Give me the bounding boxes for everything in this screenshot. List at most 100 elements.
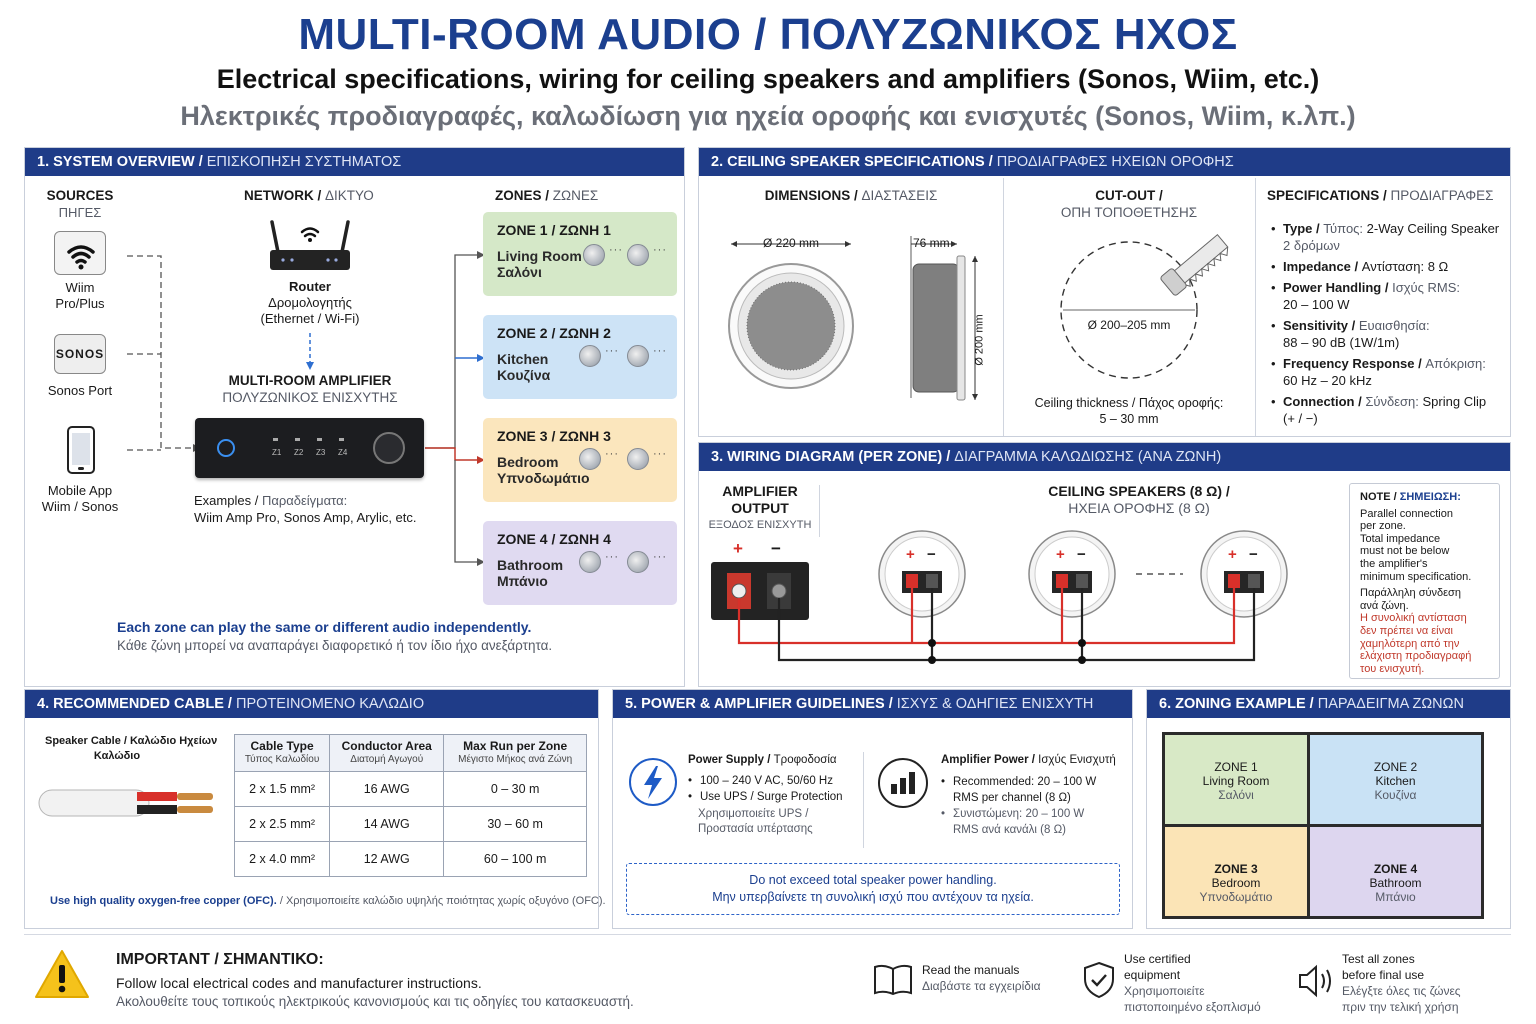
zone-title: ZONE 4 / ΖΩΝΗ 4 (497, 531, 611, 547)
sonos-label: Sonos Port (47, 383, 113, 398)
power-supply-gr: Χρησιμοποιείτε UPS /Προστασία υπέρτασης (698, 808, 813, 835)
footer-divider (24, 934, 1511, 935)
spec-item-impedance: Impedance / Αντίσταση: 8 Ω (1269, 258, 1505, 275)
zone-name-gr: Μπάνιο (497, 573, 548, 589)
important-title: IMPORTANT / ΣΗΜΑΝΤΙΚΟ: (116, 951, 324, 968)
spk1-minus: − (927, 546, 936, 563)
spk3-minus: − (1249, 546, 1258, 563)
network-heading: NETWORK / ΔΙΚΤΥΟ (244, 188, 374, 203)
zone-name-gr: Υπνοδωμάτιο (497, 470, 590, 486)
sources-heading-gr: ΠΗΓΕΣ (58, 205, 102, 220)
spec-item-connection: Connection / Σύνδεση: Spring Clip(+ / −) (1269, 393, 1505, 427)
specifications-heading: SPECIFICATIONS / ΠΡΟΔΙΑΓΡΑΦΕΣ (1267, 188, 1494, 203)
bar-chart-icon (878, 758, 928, 808)
important-text-gr: Ακολουθείτε τους τοπικούς ηλεκτρικούς κα… (116, 994, 634, 1009)
cutout-diameter-label: Ø 200–205 mm (1087, 318, 1171, 332)
ceiling-speaker-icon (627, 244, 649, 266)
important-text-en: Follow local electrical codes and manufa… (116, 975, 482, 991)
spec-item-sensitivity: Sensitivity / Ευαισθησία:88 – 90 dB (1W/… (1269, 317, 1505, 351)
zone-name: Bathroom (497, 557, 564, 573)
shield-check-icon (1082, 960, 1116, 1000)
cutout-heading: CUT-OUT / (1095, 188, 1163, 203)
section-title-gr: ΕΠΙΣΚΟΠΗΣΗ ΣΥΣΤΗΜΑΤΟΣ (206, 154, 402, 170)
smartphone-icon (67, 426, 95, 474)
power-guidelines-header: 5. POWER & AMPLIFIER GUIDELINES / ΙΣΧΥΣ … (613, 690, 1132, 718)
amp-power-heading: Amplifier Power / Ισχύς Ενισχυτή (941, 754, 1116, 766)
multiroom-amplifier-device: Z1 Z2 Z3 Z4 (195, 418, 424, 478)
ceiling-speakers-title: CEILING SPEAKERS (8 Ω) / (1048, 483, 1230, 499)
amp-zone-label: Z4 (338, 448, 348, 457)
spk2-plus: + (1056, 546, 1065, 563)
ceiling-speaker-icon (583, 244, 605, 266)
cable-footnote: Use high quality oxygen-free copper (OFC… (50, 895, 606, 907)
zone-name: Kitchen (497, 351, 549, 367)
ceiling-thickness-label: Ceiling thickness / Πάχος οροφής: (1034, 396, 1224, 410)
ceiling-speaker-icon (627, 551, 649, 573)
ceiling-speakers-title-gr: ΗΧΕΙΑ ΟΡΟΦΗΣ (8 Ω) (1068, 500, 1210, 516)
recommended-cable-panel: 4. RECOMMENDED CABLE / ΠΡΟΤΕΙΝΟΜΕΝΟ ΚΑΛΩ… (24, 689, 606, 929)
router-icon (268, 218, 352, 274)
cutout-heading-gr: ΟΠΗ ΤΟΠΟΘΕΤΗΣΗΣ (1060, 205, 1198, 220)
spec-item-frequency: Frequency Response / Απόκριση:60 Hz – 20… (1269, 355, 1505, 389)
spk1-plus: + (906, 546, 915, 563)
ceiling-speaker-icon (579, 551, 601, 573)
ceiling-speaker-icon (579, 345, 601, 367)
power-supply-heading: Power Supply / Τροφοδοσία (688, 754, 837, 766)
wiring-diagram-panel: 3. WIRING DIAGRAM (PER ZONE) / ΔΙΑΓΡΑΜΜΑ… (698, 442, 1511, 687)
amplifier-examples: Wiim Amp Pro, Sonos Amp, Arylic, etc. (194, 510, 417, 525)
wiring-speaker-3 (1200, 530, 1288, 618)
book-icon (872, 963, 914, 997)
amp-zone-label: Z3 (316, 448, 326, 457)
lightning-icon (629, 758, 677, 806)
speaker-specs-header: 2. CEILING SPEAKER SPECIFICATIONS / ΠΡΟΔ… (699, 148, 1510, 176)
page-subtitle-gr: Ηλεκτρικές προδιαγραφές, καλωδίωση για η… (180, 101, 1356, 131)
spk2-minus: − (1077, 546, 1086, 563)
ceiling-thickness-value: 5 – 30 mm (1099, 412, 1159, 426)
dimensions-heading: DIMENSIONS / ΔΙΑΣΤΑΣΕΙΣ (764, 188, 938, 203)
saw-icon (1160, 234, 1229, 296)
cutout-drawing (1060, 234, 1229, 379)
wiring-speaker-2 (1028, 530, 1116, 618)
speaker-cable-icon (38, 789, 213, 817)
recommended-cable-header: 4. RECOMMENDED CABLE / ΠΡΟΤΕΙΝΟΜΕΝΟ ΚΑΛΩ… (25, 690, 598, 718)
zone-name-gr: Κουζίνα (497, 367, 551, 383)
ceiling-speaker-icon (627, 448, 649, 470)
wiim-device-icon (54, 231, 106, 275)
zone-title: ZONE 3 / ΖΩΝΗ 3 (497, 428, 611, 444)
speaker-cable-label-2: Καλώδιο (93, 750, 141, 762)
sonos-logo: SONOS (55, 347, 105, 361)
amplifier-title: MULTI-ROOM AMPLIFIER (228, 373, 392, 388)
speaker-specs-panel: 2. CEILING SPEAKER SPECIFICATIONS / ΠΡΟΔ… (698, 147, 1511, 437)
amplifier-examples-heading: Examples / Παραδείγματα: (194, 493, 348, 508)
overview-note-gr: Κάθε ζώνη μπορεί να αναπαράγει διαφορετι… (117, 638, 553, 653)
page-subtitle-en: Electrical specifications, wiring for ce… (216, 64, 1320, 94)
volume-knob (373, 432, 405, 464)
page-title: MULTI-ROOM AUDIO / ΠΟΛΥΖΩΝΙΚΟΣ ΗΧΟΣ (298, 10, 1238, 59)
power-icon (217, 439, 235, 457)
spec-item-power: Power Handling / Ισχύς RMS:20 – 100 W (1269, 279, 1505, 313)
power-warning-box: Do not exceed total speaker power handli… (626, 863, 1120, 915)
system-overview-panel: 1. SYSTEM OVERVIEW / ΕΠΙΣΚΟΠΗΣΗ ΣΥΣΤΗΜΑΤ… (24, 147, 685, 687)
zone-name-gr: Σαλόνι (497, 264, 542, 280)
overview-note-en: Each zone can play the same or different… (117, 619, 532, 635)
power-supply-list: 100 – 240 V AC, 50/60 Hz Use UPS / Surge… (686, 774, 843, 806)
